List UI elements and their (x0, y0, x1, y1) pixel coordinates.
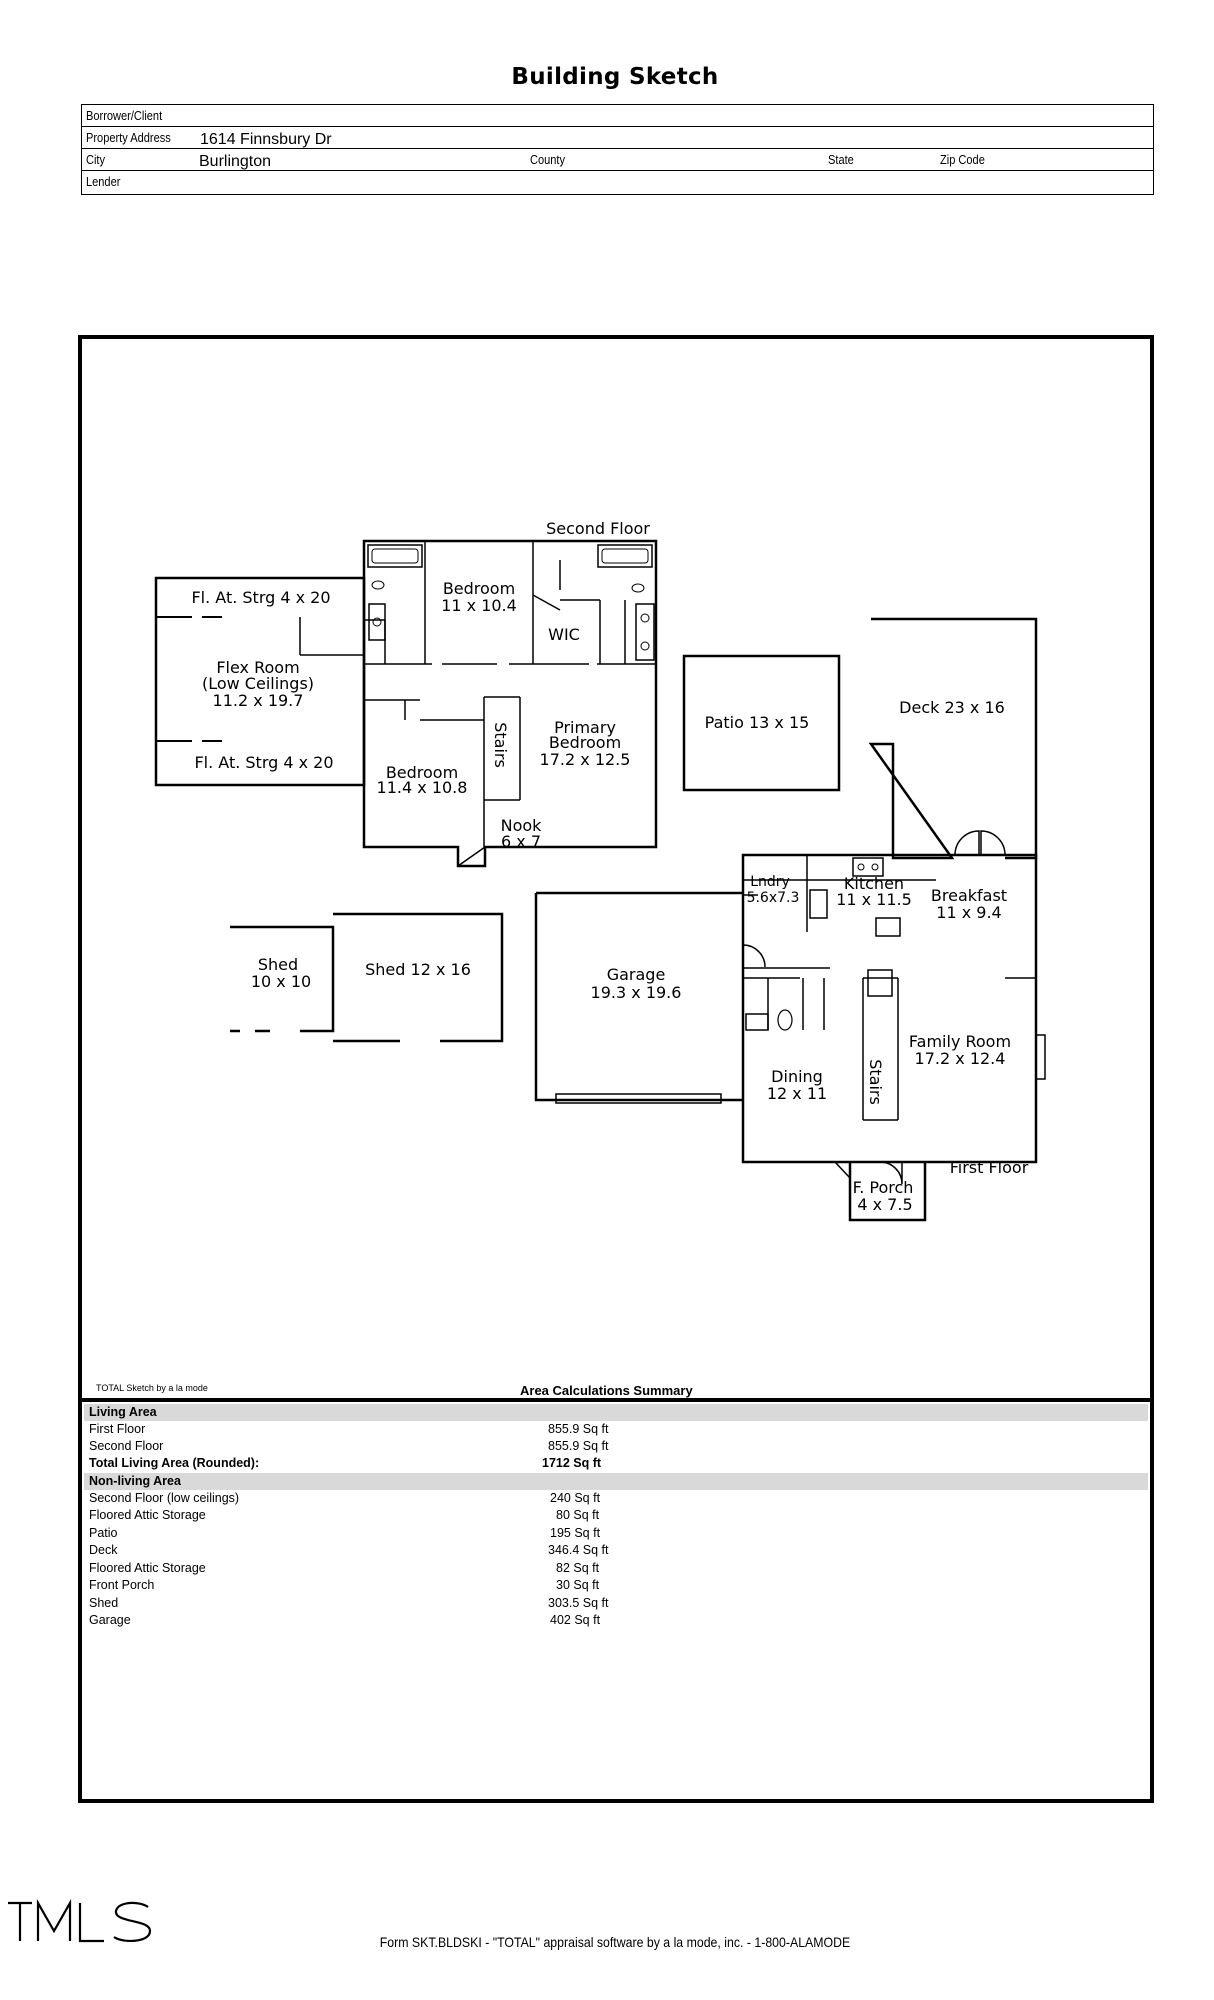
primary-bedroom-name-1: Primary (554, 718, 616, 737)
bedroom-top-name: Bedroom (443, 579, 515, 598)
second-floor-label: Second Floor (546, 519, 650, 538)
nonliving-row-value: 240 Sq ft (550, 1491, 601, 1505)
area-summary-title: Area Calculations Summary (520, 1383, 693, 1398)
borrower-row: Borrower/Client (82, 105, 1153, 127)
primary-bedroom-size: 17.2 x 12.5 (540, 750, 631, 769)
living-row-value: 855.9 Sq ft (548, 1422, 609, 1436)
address-row: Property Address 1614 Finnsbury Dr (82, 127, 1153, 149)
primary-bedroom-name-2: Bedroom (549, 733, 621, 752)
floor-plan-sketch: Second Floor Fl. At. Strg 4 x 20 Flex Ro… (154, 519, 1046, 1222)
dining-name: Dining (771, 1067, 823, 1086)
nonliving-row-value: 82 Sq ft (556, 1561, 600, 1575)
nonliving-row-value: 402 Sq ft (550, 1613, 601, 1627)
dining-size: 12 x 11 (767, 1084, 827, 1103)
sketch-credit: TOTAL Sketch by a la mode (96, 1383, 208, 1393)
nonliving-area-header: Non-living Area (89, 1474, 181, 1488)
kitchen-name: Kitchen (844, 874, 904, 893)
city-label: City (86, 152, 106, 167)
shed-small-outline (230, 925, 335, 1033)
kitchen-size: 11 x 11.5 (836, 890, 912, 909)
deck-outline (868, 617, 1038, 860)
zip-label: Zip Code (940, 152, 985, 167)
nonliving-row-value: 303.5 Sq ft (548, 1596, 609, 1610)
shed-small-size: 10 x 10 (251, 972, 311, 991)
state-label: State (828, 152, 854, 167)
nonliving-area-band (84, 1473, 1148, 1490)
flex-room-size: 11.2 x 19.7 (213, 691, 304, 710)
shed-large-label: Shed 12 x 16 (365, 960, 471, 979)
lender-row: Lender (82, 171, 1153, 193)
sketch-frame (78, 335, 1154, 1803)
shed-small-name: Shed (258, 955, 298, 974)
address-value: 1614 Finnsbury Dr (200, 131, 332, 148)
patio-outline (682, 654, 841, 792)
address-label: Property Address (86, 130, 171, 145)
summary-divider (78, 1398, 1154, 1402)
nook-size: 6 x 7 (501, 832, 541, 851)
nonliving-row-value: 80 Sq ft (556, 1508, 600, 1522)
total-living-label: Total Living Area (Rounded): (89, 1456, 260, 1470)
nonliving-row-label: Floored Attic Storage (89, 1561, 206, 1575)
bedroom-left-size: 11.4 x 10.8 (377, 778, 468, 797)
page-title: Building Sketch (511, 64, 719, 90)
nonliving-row-label: Garage (89, 1613, 131, 1627)
garage-size: 19.3 x 19.6 (591, 983, 682, 1002)
fl-at-strg-top-label: Fl. At. Strg 4 x 20 (191, 588, 330, 607)
form-footer: Form SKT.BLDSKI - "TOTAL" appraisal soft… (379, 1934, 851, 1950)
nonliving-row-value: 195 Sq ft (550, 1526, 601, 1540)
first-floor-outline (741, 853, 1038, 1164)
nonliving-row-label: Second Floor (low ceilings) (89, 1491, 240, 1505)
nonliving-row-label: Front Porch (89, 1578, 155, 1592)
borrower-label: Borrower/Client (86, 108, 163, 123)
breakfast-name: Breakfast (931, 886, 1007, 905)
family-room-size: 17.2 x 12.4 (915, 1049, 1006, 1068)
fl-at-strg-bottom-label: Fl. At. Strg 4 x 20 (194, 753, 333, 772)
laundry-size: 5.6x7.3 (747, 890, 800, 906)
city-row: City Burlington County State Zip Code (82, 149, 1153, 171)
first-floor-label: First Floor (950, 1158, 1029, 1177)
porch-outline (848, 1162, 927, 1222)
wic-label: WIC (548, 625, 580, 644)
breakfast-size: 11 x 9.4 (936, 903, 1001, 922)
second-floor-outline (362, 539, 658, 868)
living-area-header: Living Area (89, 1405, 157, 1419)
nonliving-row-label: Patio (89, 1526, 118, 1540)
lender-label: Lender (86, 174, 121, 189)
stairs-upper-label: Stairs (491, 722, 510, 768)
garage-name: Garage (607, 965, 666, 984)
nonliving-row-value: 346.4 Sq ft (548, 1543, 609, 1557)
living-area-band (84, 1404, 1148, 1421)
tmls-logo (8, 1898, 152, 1943)
laundry-name: Lndry (750, 874, 790, 890)
stairs-lower-label: Stairs (866, 1059, 885, 1105)
porch-size: 4 x 7.5 (857, 1195, 912, 1214)
flex-room-note: (Low Ceilings) (202, 674, 314, 693)
garage-outline (534, 891, 743, 1102)
living-row-label: Second Floor (89, 1439, 164, 1453)
flex-room-name: Flex Room (216, 658, 299, 677)
living-row-label: First Floor (89, 1422, 146, 1436)
patio-label: Patio 13 x 15 (705, 713, 810, 732)
shed-large-outline (333, 912, 504, 1043)
nonliving-row-label: Deck (89, 1543, 118, 1557)
property-info-table: Borrower/Client Property Address 1614 Fi… (81, 104, 1154, 195)
city-value: Burlington (199, 153, 272, 170)
nonliving-row-label: Floored Attic Storage (89, 1508, 206, 1522)
total-living-value: 1712 Sq ft (542, 1456, 602, 1470)
flex-room-outline (154, 576, 366, 787)
nonliving-row-value: 30 Sq ft (556, 1578, 600, 1592)
family-room-name: Family Room (909, 1032, 1011, 1051)
county-label: County (530, 152, 566, 167)
bedroom-top-size: 11 x 10.4 (441, 596, 517, 615)
bedroom-left-name: Bedroom (386, 763, 458, 782)
deck-label: Deck 23 x 16 (899, 698, 1005, 717)
nonliving-row-label: Shed (89, 1596, 119, 1610)
living-row-value: 855.9 Sq ft (548, 1439, 609, 1453)
porch-name: F. Porch (853, 1178, 914, 1197)
nook-name: Nook (501, 816, 543, 835)
